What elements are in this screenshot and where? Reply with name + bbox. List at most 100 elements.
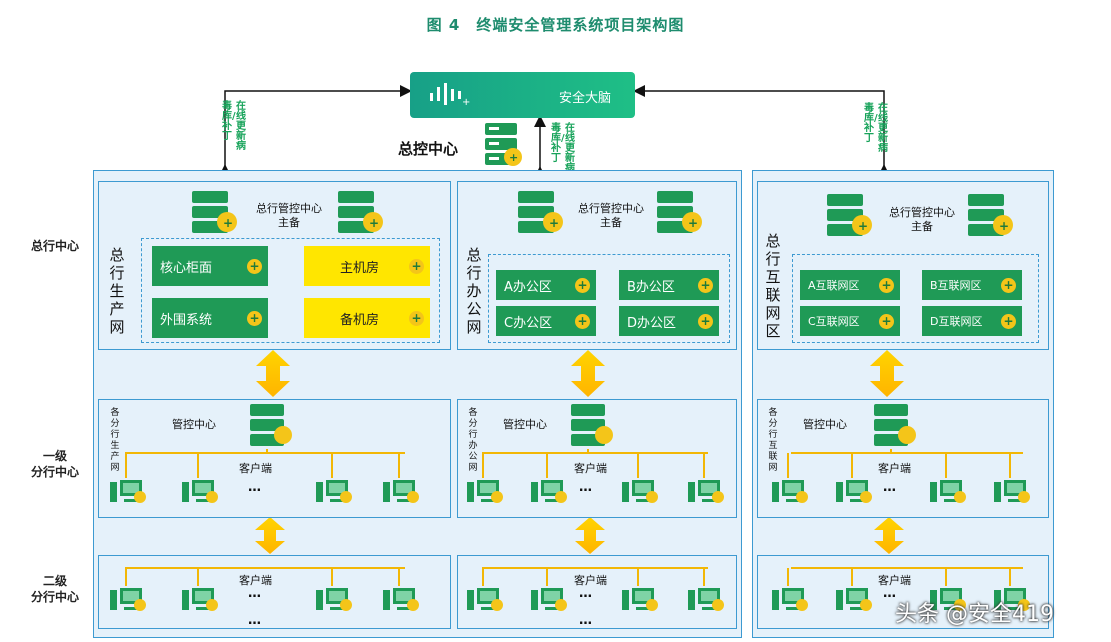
double-arrow-icon bbox=[874, 517, 904, 554]
prod-l2-ellipsis: … bbox=[248, 586, 262, 601]
client-pc-icon bbox=[467, 480, 503, 503]
plus-icon: + bbox=[575, 277, 590, 293]
svg-text:+: + bbox=[549, 216, 559, 230]
office-zone-d[interactable]: D办公区 + bbox=[619, 306, 719, 336]
client-pc-icon bbox=[182, 480, 218, 503]
prod-mgr-server-icon-2: + bbox=[338, 191, 383, 233]
zone-label: C互联网区 bbox=[808, 315, 860, 328]
client-pc-icon bbox=[836, 480, 872, 503]
client-pc-icon bbox=[316, 588, 352, 611]
client-pc-icon bbox=[930, 588, 966, 611]
double-arrow-icon bbox=[255, 517, 285, 554]
prod-zone-backup-room[interactable]: 备机房+ bbox=[304, 298, 430, 338]
inet-zone-c[interactable]: C互联网区 + bbox=[800, 306, 900, 336]
inet-branch-label: 各分行互联网 bbox=[768, 408, 778, 473]
brain-label: 安全大脑 bbox=[558, 91, 611, 106]
inet-zone-d[interactable]: D互联网区+ bbox=[922, 306, 1022, 336]
control-center-label: 总控中心 bbox=[398, 140, 459, 158]
zone-label: D办公区 bbox=[627, 315, 677, 331]
zone-label: 外围系统 bbox=[160, 312, 213, 328]
client-pc-icon bbox=[316, 480, 352, 503]
plus-icon: + bbox=[698, 277, 713, 293]
client-pc-icon bbox=[622, 588, 658, 611]
office-zone-group bbox=[488, 254, 730, 343]
client-pc-icon bbox=[836, 588, 872, 611]
client-pc-icon bbox=[467, 588, 503, 611]
client-pc-icon bbox=[383, 480, 419, 503]
plus-icon: + bbox=[247, 310, 262, 326]
level-hq-label: 总行中心 bbox=[30, 239, 79, 253]
office-l2-client-label: 客户端 bbox=[574, 574, 607, 587]
control-center-server-icon: + bbox=[485, 123, 522, 166]
svg-text:+: + bbox=[999, 219, 1009, 233]
update-label-right-1: 在线更新病 bbox=[878, 103, 888, 154]
office-branch-mgr-label: 管控中心 bbox=[503, 418, 547, 431]
prod-zone-main-room[interactable]: 主机房 + bbox=[304, 246, 430, 286]
security-brain[interactable]: + 安全大脑 bbox=[410, 72, 635, 118]
plus-icon: + bbox=[409, 258, 424, 274]
inet-mgr-label: 总行管控中心 主备 bbox=[889, 206, 955, 233]
client-pc-icon bbox=[994, 480, 1030, 503]
update-label-center-1: 在线更新病 bbox=[565, 123, 575, 174]
prod-branch-mgr-label: 管控中心 bbox=[172, 418, 216, 431]
watermark: 头条 @安全419 bbox=[895, 602, 1054, 627]
prod-l2-client-label: 客户端 bbox=[239, 574, 272, 587]
office-zone-b[interactable]: B办公区+ bbox=[619, 270, 719, 300]
update-label-center-2: 毒库/补丁 bbox=[551, 123, 565, 164]
double-arrow-icon bbox=[575, 517, 605, 554]
double-arrow-icon bbox=[571, 350, 605, 397]
client-pc-icon bbox=[688, 480, 724, 503]
office-zone-c[interactable]: C办公区 + bbox=[496, 306, 596, 336]
inet-mgr-server-icon-2: + bbox=[968, 194, 1013, 236]
plus-icon: + bbox=[879, 277, 894, 293]
inet-zone-group bbox=[792, 254, 1039, 343]
inet-zone-a[interactable]: A互联网区 + bbox=[800, 270, 900, 300]
inet-l1-ellipsis: … bbox=[883, 480, 897, 495]
office-mgr-server-icon-2: + bbox=[657, 191, 702, 233]
office-zone-a[interactable]: A办公区 + bbox=[496, 270, 596, 300]
prod-zone-core[interactable]: 核心柜面 + bbox=[152, 246, 268, 286]
prod-mgr-label: 总行管控中心 主备 bbox=[256, 202, 322, 229]
plus-icon: + bbox=[247, 258, 262, 274]
office-l2-ellipsis: … bbox=[579, 586, 593, 601]
svg-text:+: + bbox=[858, 219, 868, 233]
right-update-arrow bbox=[633, 85, 890, 176]
zone-label: 核心柜面 bbox=[160, 260, 213, 276]
zone-label: A办公区 bbox=[504, 279, 552, 295]
zone-label: 备机房 bbox=[340, 312, 380, 328]
left-update-arrow bbox=[219, 85, 412, 176]
office-bottom-ellipsis: … bbox=[579, 613, 593, 628]
prod-title: 总行生产网 bbox=[109, 246, 125, 336]
office-title: 总行办公网 bbox=[466, 246, 482, 336]
svg-text:+: + bbox=[223, 216, 233, 230]
update-label-left-1: 在线更新病 bbox=[236, 101, 246, 152]
plus-icon: + bbox=[879, 313, 894, 329]
prod-zone-group bbox=[141, 238, 440, 343]
update-label-right-2: 毒库/补丁 bbox=[864, 103, 878, 144]
inet-zone-b[interactable]: B互联网区+ bbox=[922, 270, 1022, 300]
zone-label: 主机房 bbox=[340, 260, 380, 276]
inet-l2-client-label: 客户端 bbox=[878, 574, 911, 587]
plus-icon: + bbox=[575, 313, 590, 329]
prod-l1-ellipsis: … bbox=[248, 480, 262, 495]
office-mgr-server-icon-1: + bbox=[518, 191, 563, 233]
client-pc-icon bbox=[622, 480, 658, 503]
inet-l1-client-label: 客户端 bbox=[878, 462, 911, 475]
svg-text:+: + bbox=[509, 151, 518, 164]
level-l1-label: 一级 分行中心 bbox=[30, 449, 79, 479]
prod-zone-peripheral[interactable]: 外围系统 + bbox=[152, 298, 268, 338]
office-branch-label: 各分行办公网 bbox=[468, 408, 478, 473]
zone-label: A互联网区 bbox=[808, 279, 860, 292]
update-label-left-2: 毒库/补丁 bbox=[222, 101, 236, 142]
inet-mgr-server-icon-1: + bbox=[827, 194, 872, 236]
plus-icon: + bbox=[698, 313, 713, 329]
inet-branch-mgr-label: 管控中心 bbox=[803, 418, 847, 431]
client-pc-icon bbox=[772, 588, 808, 611]
prod-branch-label: 各分行生产网 bbox=[110, 408, 120, 473]
office-l1-client-label: 客户端 bbox=[574, 462, 607, 475]
prod-mgr-server-icon-1: + bbox=[192, 191, 237, 233]
zone-label: C办公区 bbox=[504, 315, 553, 331]
prod-l1-client-label: 客户端 bbox=[239, 462, 272, 475]
